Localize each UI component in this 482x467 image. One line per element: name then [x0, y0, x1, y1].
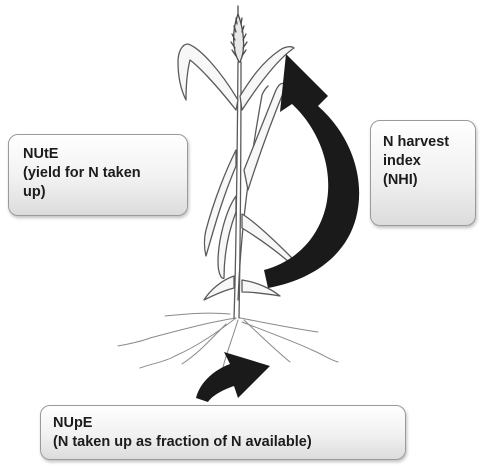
- nhi-abbrev: (NHI): [383, 171, 471, 190]
- nute-label-box: NUtE (yield for N taken up): [8, 134, 188, 216]
- nupe-title: NUpE: [53, 414, 399, 433]
- nupe-label-box: NUpE (N taken up as fraction of N availa…: [40, 405, 406, 460]
- nute-desc-line1: (yield for N taken: [23, 164, 181, 183]
- roots: [118, 313, 338, 372]
- curved-arrow-up-icon: [196, 352, 270, 402]
- nhi-title-line2: index: [383, 152, 471, 171]
- nhi-title-line1: N harvest: [383, 133, 471, 152]
- wheat-head: [231, 6, 247, 62]
- nhi-label-box: N harvest index (NHI): [370, 120, 476, 226]
- nute-desc-line2: up): [23, 183, 181, 202]
- second-stem: [238, 86, 268, 300]
- nupe-desc: (N taken up as fraction of N available): [53, 433, 399, 452]
- nute-title: NUtE: [23, 145, 181, 164]
